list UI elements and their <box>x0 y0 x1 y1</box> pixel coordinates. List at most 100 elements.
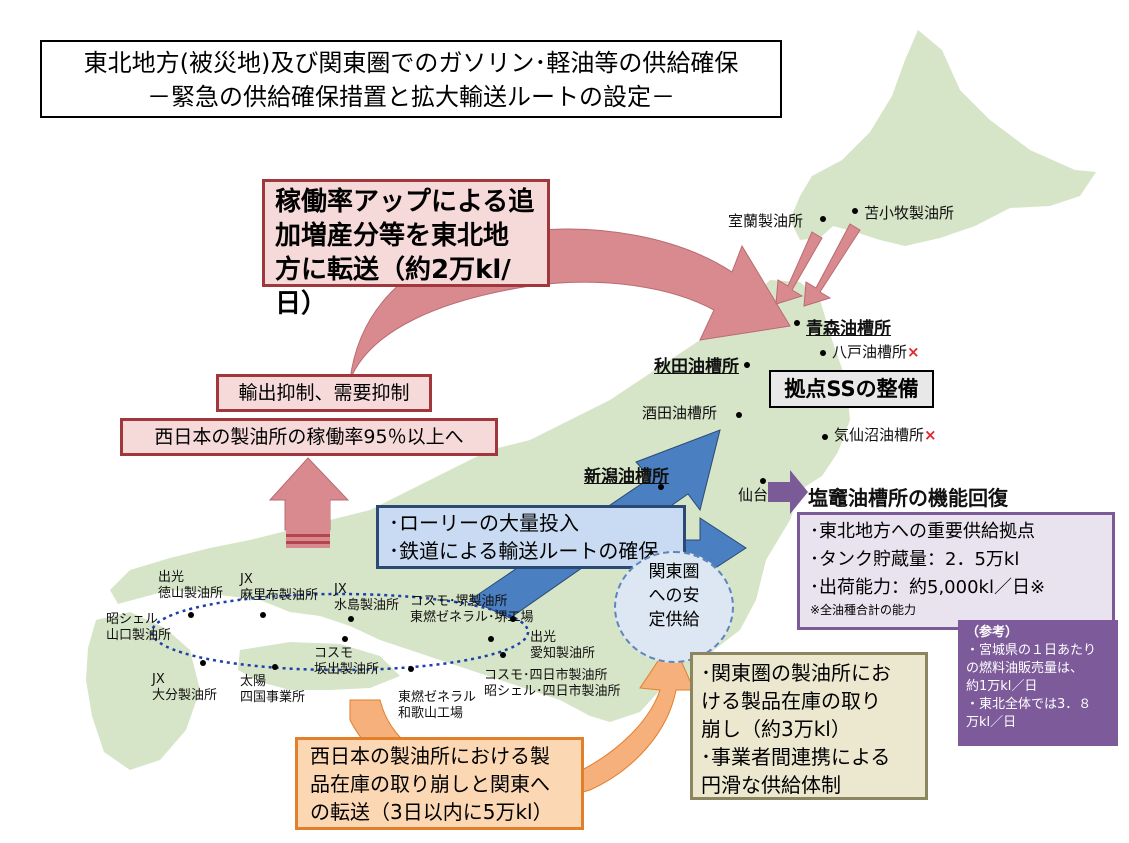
dot-sakata <box>736 412 742 418</box>
label-aichi: 出光 愛知製油所 <box>530 630 595 662</box>
hachinohe-x-mark: × <box>907 343 920 361</box>
dot-niigata <box>658 484 664 490</box>
sakaide-line-1: コスモ <box>314 646 354 661</box>
tohoku-transfer-box: 稼働率アップによる追 加増産分等を東北地 方に転送（約2万kl/日） <box>262 179 550 319</box>
dot-kesennuma <box>822 434 828 440</box>
kanto-inventory-line-1: ･関東圏の製油所にお <box>701 661 891 685</box>
west-refinery-rate-box: 西日本の製油所の稼働率95％以上へ <box>120 418 498 456</box>
hokkaido-shape <box>790 30 1096 246</box>
oita-line-2: 大分製油所 <box>152 688 218 703</box>
maribu-line-2: 麻里布製油所 <box>240 588 319 603</box>
kanto-inventory-box: ･関東圏の製油所にお ける製品在庫の取り 崩し（約3万kl） ･事業者間連携によ… <box>690 652 928 800</box>
title-line-1: 東北地方(被災地)及び関東圏でのガソリン･軽油等の供給確保 <box>83 49 739 77</box>
title-box: 東北地方(被災地)及び関東圏でのガソリン･軽油等の供給確保 －緊急の供給確保措置… <box>40 40 782 118</box>
tohoku-transfer-line-3: 方に転送（約2万kl/日） <box>275 255 511 319</box>
label-shikoku: 太陽 四国事業所 <box>240 674 305 706</box>
label-muroran: 室蘭製油所 <box>728 212 804 230</box>
dot-yokkaichi <box>500 652 506 658</box>
label-sakai: コスモ･堺製油所 東燃ゼネラル･堺工場 <box>410 594 534 626</box>
oita-line-1: JX <box>152 672 165 687</box>
dot-sakai <box>510 616 516 622</box>
label-akita: 秋田油槽所 <box>654 357 739 377</box>
shiogama-info-box: ･東北地方への重要供給拠点 ･タンク貯蔵量：2．5万kl ･出荷能力：約5,00… <box>797 512 1115 630</box>
dot-sakaide <box>342 636 348 642</box>
shiogama-heading: 塩竈油槽所の機能回復 <box>808 486 1008 510</box>
jx-mizushima-line-2: 水島製油所 <box>334 598 400 613</box>
aichi-line-2: 愛知製油所 <box>530 646 596 661</box>
dot-shikoku <box>272 664 278 670</box>
tomakomai-arrow <box>803 223 861 307</box>
hub-ss-box: 拠点SSの整備 <box>769 370 934 408</box>
kanto-inventory-line-4: ･事業者間連携による <box>701 745 891 769</box>
label-tomakomai: 苫小牧製油所 <box>864 204 955 222</box>
shikoku-line-1: 太陽 <box>240 674 267 689</box>
kanto-oval-line-3: 定供給 <box>648 610 700 630</box>
label-jx-mizushima: JX 水島製油所 <box>334 582 399 614</box>
west-inventory-box: 西日本の製油所における製 品在庫の取り崩しと関東へ の転送（3日以内に5万kl） <box>295 737 584 830</box>
kesennuma-x-mark: × <box>924 426 937 444</box>
label-oita: JX 大分製油所 <box>152 672 217 704</box>
label-sendai: 仙台 <box>738 486 769 504</box>
dot-oita <box>200 660 206 666</box>
label-kesennuma-text: 気仙沼油槽所 <box>834 426 925 444</box>
red-up-arrow-stripe-1 <box>286 534 330 537</box>
title-line-2: －緊急の供給確保措置と拡大輸送ルートの設定－ <box>147 83 675 111</box>
west-refinery-rate-text: 西日本の製油所の稼働率95％以上へ <box>154 426 464 448</box>
lorry-rail-line-1: ･ローリーの大量投入 <box>389 511 579 535</box>
kanto-supply-oval: 関東圏 への安 定供給 <box>614 551 734 663</box>
kanto-oval-line-1: 関東圏 <box>648 562 700 582</box>
tohoku-transfer-line-2: 加増産分等を東北地 <box>275 221 510 251</box>
wakayama-line-2: 和歌山工場 <box>398 706 464 721</box>
label-yokkaichi: コスモ･四日市製油所 昭シェル･四日市製油所 <box>484 668 621 700</box>
dot-aichi <box>488 636 494 642</box>
shiogama-line-1: ･東北地方への重要供給拠点 <box>810 521 1035 542</box>
shiogama-arrow <box>768 470 808 514</box>
label-niigata: 新潟油槽所 <box>584 467 669 487</box>
dot-muroran <box>820 216 826 222</box>
dot-maribu <box>260 612 266 618</box>
yokkaichi-line-2: 昭シェル･四日市製油所 <box>484 684 621 699</box>
label-hachinohe-text: 八戸油槽所 <box>832 343 908 361</box>
reference-line-3: 約1万kl／日 <box>966 679 1038 694</box>
dot-tomakomai <box>852 208 858 214</box>
yamaguchi-line-2: 山口製油所 <box>106 628 172 643</box>
reference-line-2: の燃料油販売量は、 <box>966 661 1084 676</box>
aichi-line-1: 出光 <box>530 630 557 645</box>
reference-line-5: 万kl／日 <box>966 715 1017 730</box>
tokuyama-line-1: 出光 <box>158 570 185 585</box>
dot-akita <box>744 362 750 368</box>
yamaguchi-line-1: 昭シェル <box>106 612 159 627</box>
muroran-arrow <box>775 231 823 305</box>
shikoku-line-2: 四国事業所 <box>240 690 306 705</box>
label-aomori: 青森油槽所 <box>806 319 891 339</box>
reference-box: （参考） ・宮城県の１日あたり の燃料油販売量は、 約1万kl／日 ・東北全体で… <box>958 620 1118 746</box>
reference-title: （参考） <box>966 625 1019 640</box>
kanto-oval-line-2: への安 <box>648 586 700 606</box>
kanto-inventory-line-5: 円滑な供給体制 <box>701 773 841 797</box>
tohoku-transfer-line-1: 稼働率アップによる追 <box>275 187 535 217</box>
label-kesennuma: 気仙沼油槽所× <box>834 426 937 444</box>
red-up-arrow-stripe-2 <box>286 541 330 544</box>
kyushu-shape <box>86 612 200 770</box>
sakaide-line-2: 坂出製油所 <box>314 662 380 677</box>
dot-tokuyama <box>188 612 194 618</box>
tokuyama-line-2: 徳山製油所 <box>158 586 224 601</box>
jx-mizushima-line-1: JX <box>334 582 347 597</box>
shiogama-note: ※全油種合計の能力 <box>810 603 917 617</box>
dot-hachinohe <box>820 350 826 356</box>
red-up-arrow-shaft <box>286 498 330 548</box>
label-maribu: JX 麻里布製油所 <box>240 572 318 604</box>
sakai-line-1: コスモ･堺製油所 <box>410 594 508 609</box>
shiogama-line-3: ･出荷能力：約5,000kl／日※ <box>810 577 1046 598</box>
shiogama-line-2: ･タンク貯蔵量：2．5万kl <box>810 549 1020 570</box>
west-inventory-line-1: 西日本の製油所における製 <box>310 744 550 768</box>
label-yamaguchi: 昭シェル 山口製油所 <box>106 612 171 644</box>
dot-wakayama <box>408 666 414 672</box>
yokkaichi-line-1: コスモ･四日市製油所 <box>484 668 608 683</box>
wakayama-line-1: 東燃ゼネラル <box>398 690 477 705</box>
export-suppression-box: 輸出抑制、需要抑制 <box>216 374 432 412</box>
label-sakata: 酒田油槽所 <box>642 404 718 422</box>
dot-sendai <box>760 478 766 484</box>
west-inventory-line-2: 品在庫の取り崩しと関東へ <box>310 772 550 796</box>
refinery-ellipse <box>150 592 530 672</box>
